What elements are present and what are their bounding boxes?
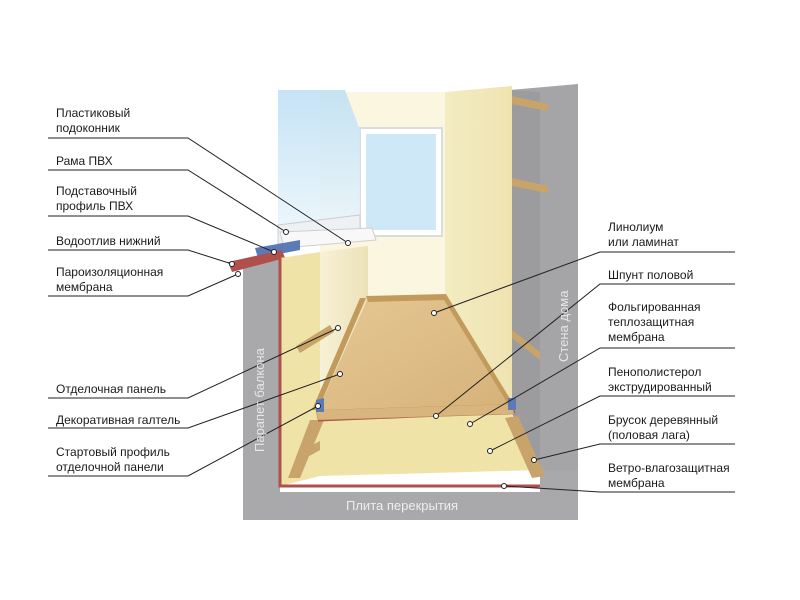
joist-left [288, 420, 324, 478]
floor-surface [318, 296, 512, 410]
right-wall-studs [512, 96, 548, 360]
label-floor-slab: Плита перекрытия [346, 498, 459, 513]
back-window-glass [366, 134, 436, 230]
label-foil-membrane: Фольгированная теплозащитная мембрана [608, 300, 701, 344]
label-floor-tongue: Шпунт половой [608, 268, 694, 282]
leader-floor-tongue [435, 283, 735, 417]
leader-pvc-frame [48, 169, 287, 233]
label-starter-profile: Стартовый профиль отделочной панели [56, 445, 170, 474]
label-finish-panel: Отделочная панель [56, 382, 166, 396]
label-decor-fillet: Декоративная галтель [56, 413, 181, 427]
label-wind-membrane: Ветро-влагозащитная мембрана [608, 461, 730, 490]
fillet-left [312, 298, 366, 410]
label-pvc-stand-profile: Подставочный профиль ПВХ [56, 184, 137, 213]
leader-vapor-membrane [48, 273, 239, 297]
right-wall-insulation [445, 86, 512, 410]
window-sill-shape [279, 227, 377, 249]
leader-finish-panel [48, 327, 339, 399]
leaders-right [433, 251, 735, 493]
glazing [278, 90, 360, 242]
drip-shape [228, 250, 285, 272]
membrane-line-left [278, 258, 540, 488]
leader-foil-membrane [469, 347, 735, 425]
leader-dots-left [229, 229, 351, 409]
label-linoleum: Линолиум или ламинат [608, 220, 679, 249]
label-parapet: Парапет балкона [252, 348, 267, 452]
fillet-back [366, 294, 446, 302]
parapet-and-slab [243, 255, 578, 520]
leader-wind-membrane [503, 485, 735, 493]
leader-lower-drip [48, 249, 233, 265]
label-vapor-membrane: Пароизоляционная мембрана [56, 265, 164, 294]
label-pvc-frame: Рама ПВХ [56, 154, 113, 168]
leader-pvc-stand-profile [48, 215, 275, 253]
label-house-wall: Стена дома [556, 290, 571, 362]
leaders-left [48, 137, 349, 477]
leader-decor-fillet [48, 373, 341, 429]
label-xps: Пенополистерол экструдированный [608, 365, 712, 394]
leader-dots-right [431, 310, 537, 489]
floor-insulation [320, 412, 540, 476]
fillet-right [444, 294, 512, 404]
label-lower-drip: Водоотлив нижний [56, 234, 161, 248]
leader-wood-joist [533, 443, 735, 461]
leader-plastic-sill [48, 137, 349, 244]
leader-xps [489, 395, 735, 452]
leader-starter-profile [48, 405, 319, 477]
label-wood-joist: Брусок деревянный (половая лага) [608, 413, 719, 442]
leader-linoleum [433, 251, 735, 314]
label-plastic-sill: Пластиковый подоконник [56, 106, 131, 135]
